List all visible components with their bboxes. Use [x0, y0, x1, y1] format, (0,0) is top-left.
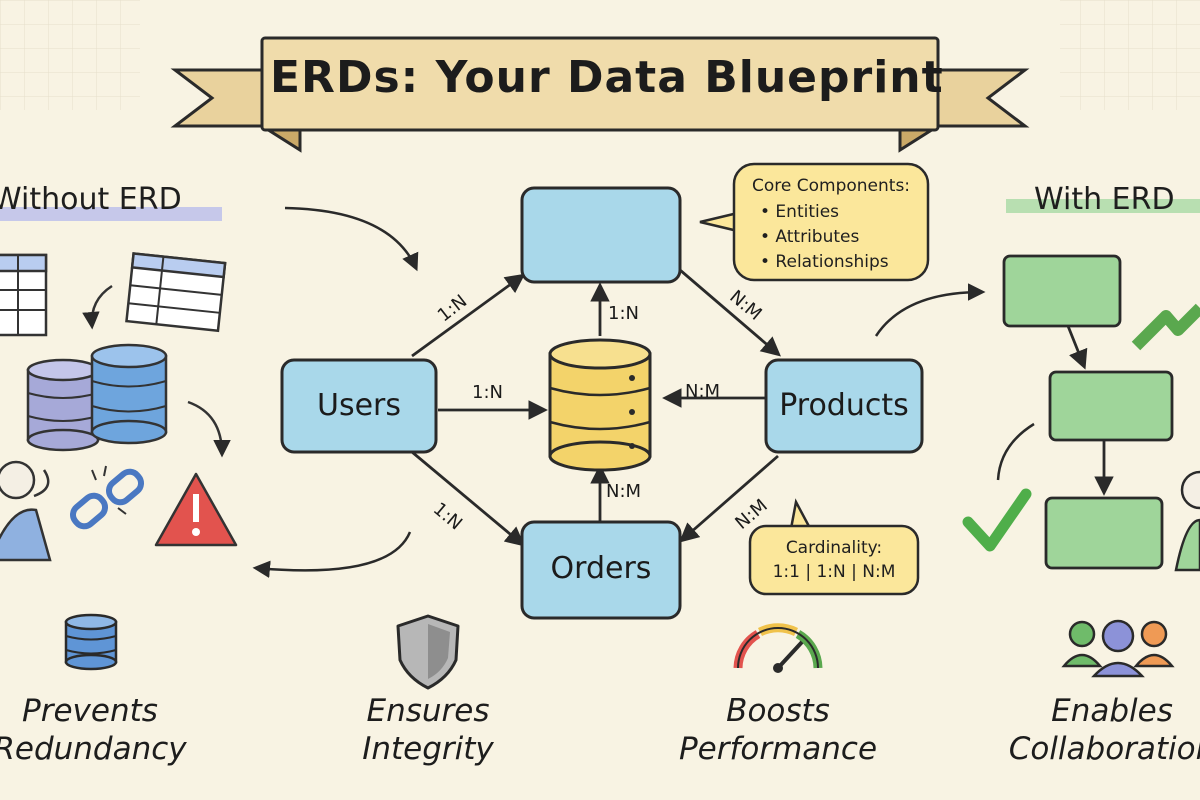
- core-component-item: • Entities: [760, 202, 840, 222]
- page-title: ERDs: Your Data Blueprint: [270, 52, 944, 103]
- benefit-line1: Enables: [1051, 693, 1173, 729]
- organized-flow-boxes: [1002, 254, 1174, 570]
- benefit-line1: Ensures: [366, 693, 490, 729]
- benefit-line1: Boosts: [726, 693, 830, 729]
- benefit-line2: Collaboration: [1008, 731, 1200, 767]
- relationship-label-products-center: N:M: [685, 381, 721, 402]
- benefit-boosts-performance: Boosts Performance: [648, 692, 908, 768]
- relationship-label-center-top: 1:N: [608, 303, 639, 324]
- relationship-label-users-center: 1:N: [472, 382, 503, 403]
- cardinality-values: 1:1 | 1:N | N:M: [772, 562, 896, 582]
- entity-label-orders: Orders: [550, 551, 652, 586]
- broken-link-icon: [69, 465, 145, 530]
- benefit-enables-collaboration: Enables Collaboration: [982, 692, 1200, 768]
- warning-icon: [154, 472, 238, 547]
- happy-person-icon: [1174, 470, 1200, 572]
- arrow-diagram-to-problems: [252, 531, 412, 578]
- gauge-icon: [733, 623, 823, 673]
- core-component-item: • Attributes: [760, 227, 860, 247]
- arrow-without-to-diagram: [284, 206, 419, 272]
- central-database-icon: [548, 338, 652, 472]
- cardinality-callout: [748, 498, 920, 596]
- spreadsheet-icon-1: [0, 253, 48, 337]
- flow-sketch-line: [996, 422, 1035, 481]
- stressed-person-icon: [0, 460, 52, 562]
- entity-label-users: Users: [316, 388, 401, 423]
- without-erd-label: Without ERD: [0, 182, 182, 217]
- database-stack-icon: [26, 343, 168, 452]
- checkmark-icon: [962, 488, 1032, 552]
- spreadsheet-icon-2: [125, 252, 227, 333]
- shield-icon: [396, 614, 460, 690]
- relationship-label-orders-center: N:M: [606, 481, 642, 502]
- trend-up-icon: [1131, 303, 1200, 351]
- benefit-line2: Integrity: [362, 731, 494, 767]
- entity-box-products: [764, 358, 924, 454]
- benefit-prevents-redundancy: Prevents Redundancy: [0, 692, 220, 768]
- grid-decoration-right: [1060, 0, 1200, 110]
- entity-box-orders: [520, 520, 682, 620]
- arrow-db-to-warning: [187, 400, 231, 458]
- database-icon: [64, 613, 118, 671]
- benefit-line2: Performance: [678, 731, 878, 767]
- arrow-diagram-to-with: [874, 283, 986, 337]
- entity-label-products: Products: [779, 388, 909, 423]
- entity-box-unlabeled: [520, 186, 682, 284]
- benefit-line2: Redundancy: [0, 731, 187, 767]
- arrow-spreadsheet-to-db: [82, 284, 113, 330]
- core-components-heading: Core Components:: [752, 176, 911, 196]
- with-erd-label: With ERD: [1034, 182, 1175, 217]
- benefit-line1: Prevents: [22, 693, 158, 729]
- team-icon: [1061, 619, 1175, 678]
- title-banner: [170, 36, 1030, 153]
- entity-box-users: [280, 358, 438, 454]
- core-component-item: • Relationships: [760, 252, 889, 272]
- relationship-connectors: [411, 268, 781, 547]
- cardinality-heading: Cardinality:: [785, 538, 883, 558]
- core-components-callout: [699, 162, 930, 282]
- benefit-ensures-integrity: Ensures Integrity: [298, 692, 558, 768]
- grid-decoration-left: [0, 0, 140, 110]
